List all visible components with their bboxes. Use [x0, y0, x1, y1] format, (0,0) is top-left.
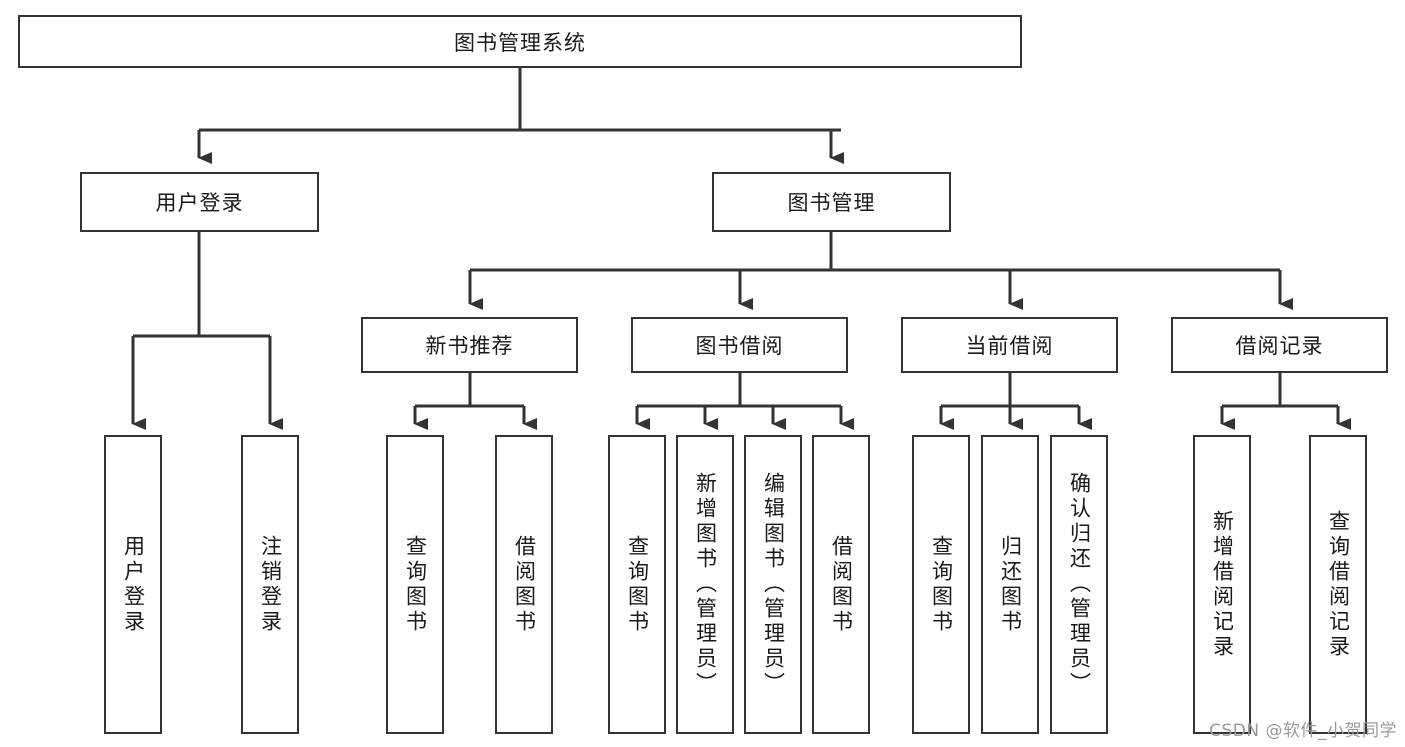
leaf-user-login-signout[interactable]: 注销登录 — [241, 435, 299, 734]
node-label: 借阅图书 — [829, 534, 854, 635]
node-label: 查询图书 — [625, 534, 650, 635]
node-label: 用户登录 — [121, 534, 146, 635]
node-label: 新增借阅记录 — [1210, 509, 1235, 660]
leaf-user-login-signin[interactable]: 用户登录 — [104, 435, 162, 734]
node-label: 当前借阅 — [965, 334, 1054, 358]
leaf-borrow-record-add[interactable]: 新增借阅记录 — [1193, 435, 1251, 734]
node-book-management[interactable]: 图书管理 — [712, 172, 951, 232]
leaf-current-borrow-query[interactable]: 查询图书 — [912, 435, 970, 734]
node-label: 新书推荐 — [425, 334, 514, 358]
node-user-login[interactable]: 用户登录 — [80, 172, 319, 232]
node-label: 查询图书 — [929, 534, 954, 635]
leaf-current-borrow-return[interactable]: 归还图书 — [981, 435, 1039, 734]
leaf-new-book-borrow[interactable]: 借阅图书 — [495, 435, 553, 734]
leaf-current-borrow-confirm-return[interactable]: 确认归还（管理员） — [1050, 435, 1108, 734]
node-label: 图书借阅 — [695, 334, 784, 358]
node-label: 借阅图书 — [512, 534, 537, 635]
leaf-book-borrow-add[interactable]: 新增图书（管理员） — [676, 435, 734, 734]
node-label: 查询借阅记录 — [1326, 509, 1351, 660]
node-book-borrow[interactable]: 图书借阅 — [631, 317, 848, 373]
node-label: 图书管理系统 — [454, 30, 586, 55]
node-new-book-recommend[interactable]: 新书推荐 — [361, 317, 578, 373]
node-current-borrow[interactable]: 当前借阅 — [901, 317, 1118, 373]
node-label: 编辑图书（管理员） — [761, 472, 786, 697]
node-borrow-record[interactable]: 借阅记录 — [1171, 317, 1388, 373]
node-label: 新增图书（管理员） — [693, 472, 718, 697]
leaf-new-book-query[interactable]: 查询图书 — [386, 435, 444, 734]
leaf-borrow-record-query[interactable]: 查询借阅记录 — [1309, 435, 1367, 734]
leaf-book-borrow-query[interactable]: 查询图书 — [608, 435, 666, 734]
node-label: 归还图书 — [998, 534, 1023, 635]
leaf-book-borrow-borrow[interactable]: 借阅图书 — [812, 435, 870, 734]
node-label: 注销登录 — [258, 534, 283, 635]
node-label: 查询图书 — [403, 534, 428, 635]
node-label: 确认归还（管理员） — [1067, 472, 1092, 697]
node-label: 借阅记录 — [1235, 334, 1324, 358]
leaf-book-borrow-edit[interactable]: 编辑图书（管理员） — [744, 435, 802, 734]
node-root-system[interactable]: 图书管理系统 — [18, 15, 1022, 68]
node-label: 用户登录 — [155, 191, 244, 215]
node-label: 图书管理 — [787, 191, 876, 215]
